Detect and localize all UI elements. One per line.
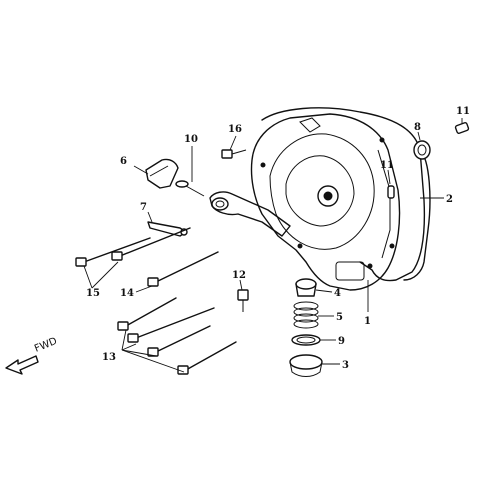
forward-direction-arrow: FWD (5, 336, 59, 375)
long-bolts-15 (75, 227, 191, 267)
spring-5 (293, 301, 319, 329)
leader-lines (83, 118, 463, 373)
callout-13: 13 (102, 352, 116, 363)
shift-arm-bracket (209, 191, 291, 237)
callout-labels: 1 2 3 4 5 6 7 8 9 10 11 11 12 13 14 15 1… (86, 106, 470, 371)
o-ring-9 (291, 334, 321, 346)
callout-4: 4 (334, 288, 341, 299)
bolt-12 (237, 289, 249, 312)
callout-6: 6 (120, 156, 127, 167)
cap-4 (295, 278, 317, 297)
callout-12: 12 (232, 270, 246, 281)
callout-7: 7 (140, 202, 147, 213)
callout-9: 9 (338, 336, 345, 347)
forward-label: FWD (33, 336, 59, 355)
bolt-16 (221, 149, 247, 159)
callout-3: 3 (342, 360, 349, 371)
callout-8: 8 (414, 122, 421, 133)
callout-10: 10 (184, 134, 198, 145)
bolt-14 (147, 251, 219, 287)
callout-14: 14 (120, 288, 134, 299)
callout-5: 5 (336, 312, 343, 323)
callout-2: 2 (446, 194, 453, 205)
callout-16: 16 (228, 124, 242, 135)
dowel-pin-right (454, 122, 470, 134)
callout-1: 1 (364, 316, 371, 327)
dowel-pin-inner (387, 185, 395, 199)
bolts-13 (117, 297, 237, 375)
lever (147, 221, 188, 237)
crankcase-cover (250, 113, 401, 291)
oil-filler-cap (145, 158, 205, 197)
callout-11-right: 11 (456, 106, 470, 117)
callout-15: 15 (86, 288, 100, 299)
gasket (261, 107, 431, 282)
oil-seal (413, 140, 431, 160)
drain-plug-3 (289, 354, 323, 377)
callout-11-inner: 11 (380, 160, 394, 171)
